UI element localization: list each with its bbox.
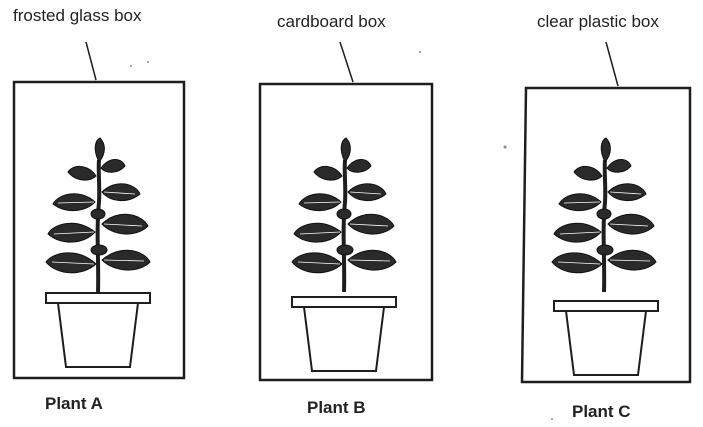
plant-label-c: Plant C	[572, 402, 631, 422]
plant	[46, 138, 150, 292]
panel-c	[522, 42, 690, 382]
plant-label-b: Plant B	[307, 398, 366, 418]
flower-pot	[292, 297, 396, 371]
plant	[552, 138, 656, 292]
panel-a	[14, 42, 184, 378]
flower-pot	[46, 293, 150, 367]
box-label-pointer	[340, 42, 353, 82]
box-label-pointer	[86, 42, 96, 80]
flower-pot	[554, 301, 658, 375]
box-label-pointer	[606, 42, 618, 86]
panel-b	[260, 42, 432, 380]
plant	[292, 138, 396, 292]
box-label-b: cardboard box	[277, 12, 386, 32]
box-label-c: clear plastic box	[537, 12, 659, 32]
plant-label-a: Plant A	[45, 394, 103, 414]
box-label-a: frosted glass box	[13, 6, 142, 26]
